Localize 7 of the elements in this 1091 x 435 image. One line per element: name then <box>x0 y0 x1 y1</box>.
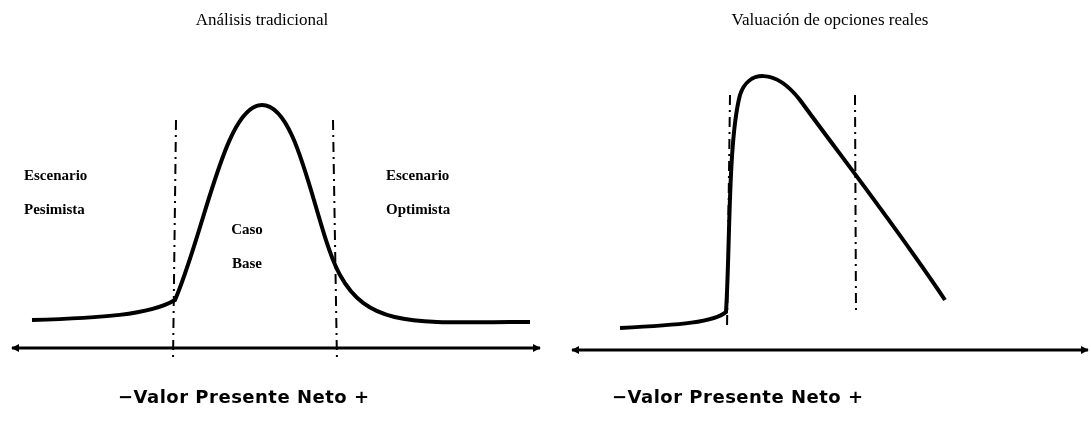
panel-title: Análisis tradicional <box>195 10 329 30</box>
scenario-label: Escenario Optimista <box>386 166 452 219</box>
axis-label: −Valor Presente Neto + <box>612 386 864 407</box>
scenario-label: Caso Base <box>230 220 264 273</box>
axis-label: −Valor Presente Neto + <box>118 386 370 407</box>
scenario-label: Escenario Pesimista <box>24 166 89 219</box>
panel-title: Valuación de opciones reales <box>731 10 929 30</box>
